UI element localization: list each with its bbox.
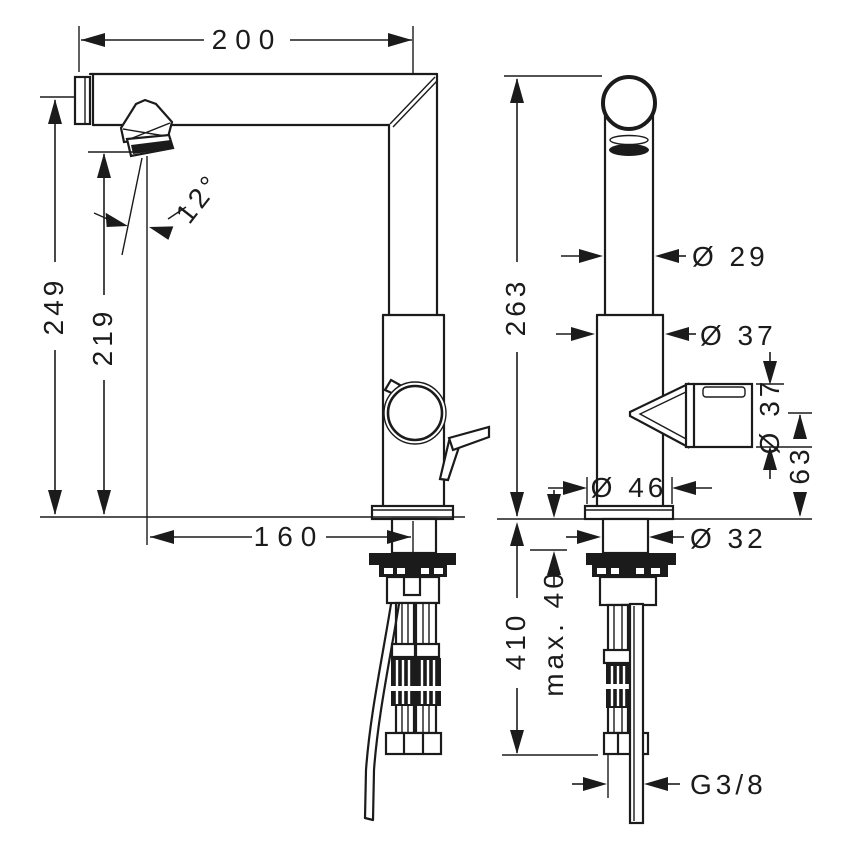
dimension-shank-diameter: Ø 32	[566, 523, 767, 554]
spout-tube-front	[601, 75, 657, 317]
washer	[369, 553, 456, 565]
dimension-label-dia29: Ø 29	[692, 241, 769, 272]
shank-front	[601, 517, 650, 555]
spray-head	[119, 98, 175, 158]
dimension-spout-reach: 200	[78, 24, 414, 74]
dimension-label-dia32: Ø 32	[690, 523, 767, 554]
dimension-max-deck-thickness: max. 40	[530, 490, 569, 697]
aerator-front	[609, 144, 649, 156]
spout-end-cap	[73, 75, 92, 126]
dimension-height-above-deck: 263	[500, 75, 602, 517]
dimension-body-diameter: Ø 37	[556, 320, 777, 351]
handle-front	[628, 382, 754, 449]
dimension-label-200: 200	[212, 24, 283, 55]
dimension-base-diameter: Ø 46	[548, 472, 712, 504]
dimension-annotations: 200 249 219 12°	[38, 24, 815, 800]
dimension-label-g38: G3/8	[690, 769, 767, 800]
dimension-label-63: 63	[784, 445, 815, 484]
dimension-label-dia37-handle: Ø 37	[754, 378, 785, 455]
base-plate-front	[583, 504, 675, 521]
dimension-overall-height: 249	[38, 96, 74, 515]
dimension-label-249: 249	[38, 277, 69, 336]
dimension-handle-diameter: Ø 37	[754, 352, 812, 479]
mounting-hardware-side	[363, 517, 456, 822]
front-view	[583, 75, 754, 825]
dimension-label-410: 410	[500, 612, 531, 671]
hex-nut	[384, 731, 443, 756]
spout-outlet-circle	[601, 75, 657, 131]
spout-arm	[73, 72, 439, 317]
dimension-label-160: 160	[254, 521, 325, 552]
lever-grip	[447, 425, 491, 452]
washer-front	[586, 553, 676, 565]
dimension-hose-length: 410	[500, 522, 598, 756]
bracket	[379, 565, 447, 577]
dimension-label-263: 263	[500, 278, 531, 337]
dimension-outlet-height: 219	[87, 151, 143, 515]
dimension-label-dia46: Ø 46	[591, 472, 668, 503]
handle-cone	[628, 382, 690, 449]
dimension-supply-thread: G3/8	[572, 755, 767, 800]
dimension-label-max40: max. 40	[538, 569, 569, 697]
dimension-handle-center-height: 63	[784, 412, 815, 517]
pullout-hose-curved	[363, 602, 401, 822]
dimension-spout-diameter: Ø 29	[561, 241, 769, 272]
dimension-base-to-outlet: 160	[150, 521, 414, 553]
dimension-label-12deg: 12°	[170, 167, 228, 229]
dimension-label-dia37-body: Ø 37	[700, 320, 777, 351]
side-view	[73, 72, 491, 822]
dimension-label-219: 219	[87, 308, 118, 367]
mounting-hardware-front	[586, 517, 676, 825]
connector-block-front	[598, 575, 658, 607]
handle-dial	[383, 378, 491, 482]
pullout-hose-straight	[628, 602, 645, 825]
